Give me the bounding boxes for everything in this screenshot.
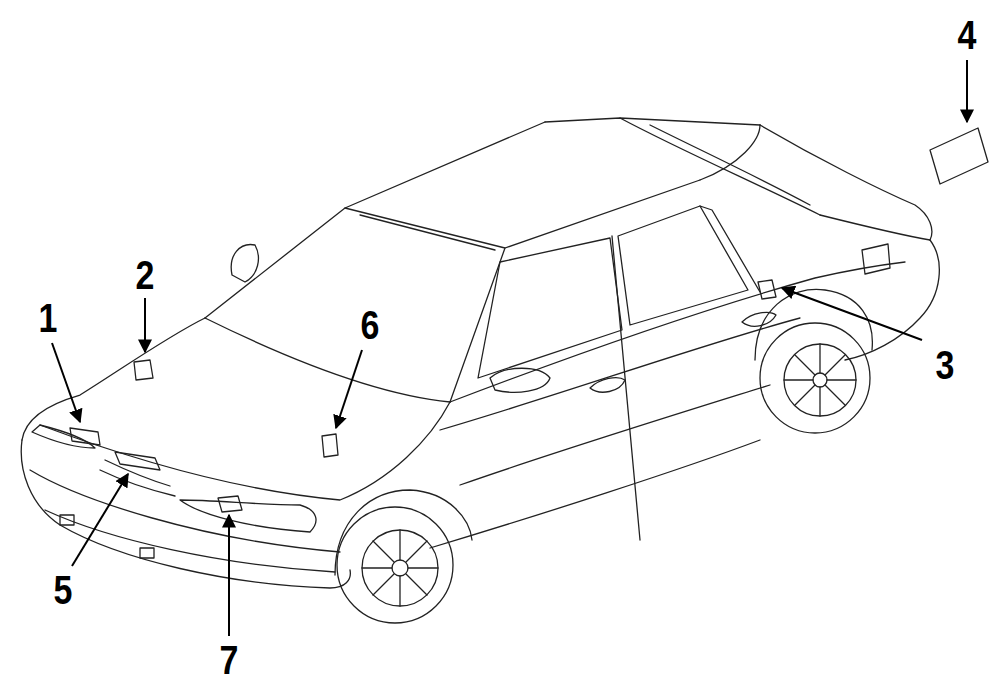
label-sticker — [322, 434, 338, 457]
roof-right-edge — [505, 180, 700, 248]
callout-number: 5 — [54, 570, 73, 610]
label-sticker — [930, 128, 988, 184]
wheel-spokes — [784, 344, 856, 416]
door-gap — [612, 236, 640, 540]
hood-front — [40, 402, 450, 500]
leader-arrow — [782, 288, 922, 340]
headlight — [180, 500, 316, 532]
bumper-line — [30, 470, 340, 552]
windshield-trim — [360, 215, 495, 250]
front-wheel-arch — [335, 490, 472, 575]
rear-door-window — [618, 206, 748, 325]
wheel-spokes — [362, 530, 438, 606]
callout-number: 1 — [39, 298, 58, 338]
front-wheel — [362, 530, 438, 606]
door-handle — [590, 378, 625, 393]
label-sticker — [758, 280, 776, 299]
trunk — [760, 125, 932, 240]
trunk-edge — [820, 215, 930, 240]
callout-number: 6 — [361, 305, 380, 345]
headlight — [32, 425, 95, 448]
grille — [100, 460, 175, 496]
leader-arrow — [72, 474, 128, 566]
roof-left-edge — [205, 122, 545, 318]
callout-number: 4 — [958, 15, 977, 55]
windshield — [345, 208, 505, 402]
side-line — [440, 318, 800, 430]
label-sticker — [218, 496, 242, 512]
rear-wheel — [784, 344, 856, 416]
leader-arrow — [144, 298, 146, 352]
fog-lamp — [60, 515, 74, 525]
leader-arrow — [228, 515, 230, 636]
callout-number: 2 — [136, 255, 155, 295]
leader-arrow — [52, 343, 80, 422]
bumper-line — [45, 510, 335, 572]
rear-tire — [760, 323, 870, 433]
rear-bumper — [845, 240, 939, 360]
roof-top — [545, 118, 760, 125]
front-bumper — [21, 440, 350, 588]
label-sticker — [115, 452, 160, 470]
rear-window — [620, 118, 820, 215]
side-mirror — [490, 368, 550, 392]
side-mirror — [231, 245, 258, 282]
side-molding — [460, 385, 770, 485]
callout-number: 3 — [936, 345, 955, 385]
fuel-door — [862, 244, 890, 274]
label-sticker — [70, 428, 100, 445]
label-sticker — [134, 360, 153, 380]
pillar — [700, 206, 760, 292]
leader-arrow — [336, 350, 362, 428]
callout-number: 7 — [220, 640, 239, 680]
front-tire — [337, 507, 453, 623]
leader-arrow — [966, 60, 968, 122]
door-handle — [742, 312, 776, 326]
beltline — [450, 262, 905, 402]
front-door-window — [478, 238, 622, 378]
windshield-base — [205, 318, 450, 402]
rear-window-trim — [650, 125, 810, 205]
sill — [430, 440, 760, 548]
fog-lamp — [140, 548, 154, 558]
